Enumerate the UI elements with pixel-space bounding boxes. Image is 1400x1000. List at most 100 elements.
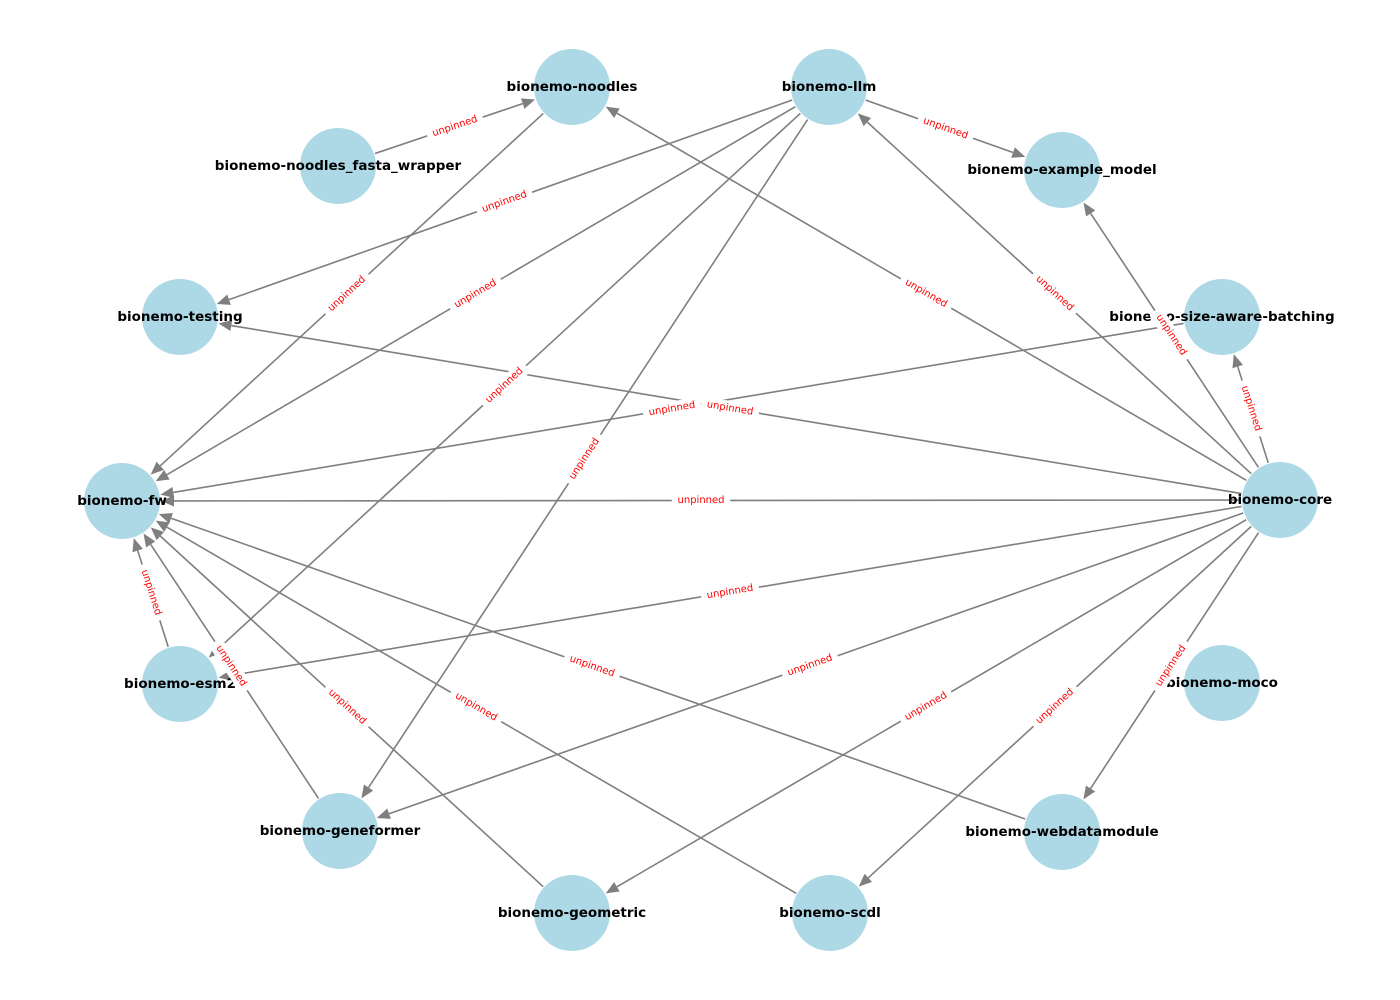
- edge-label-background: [642, 397, 702, 421]
- edge-label-bionemo-core->bionemo-llm: unpinned: [1029, 269, 1080, 318]
- graph-node-bionemo-example_model: [1024, 132, 1100, 208]
- edge-label-bionemo-webdatamodule->bionemo-fw: unpinned: [562, 650, 622, 683]
- arrowhead-icon: [132, 538, 143, 553]
- edge-label-bionemo-core->bionemo-geneformer: unpinned: [780, 649, 840, 682]
- edge-label: unpinned: [678, 495, 725, 506]
- arrowhead-icon: [1011, 147, 1026, 158]
- node-label-bionemo-webdatamodule: bionemo-webdatamodule: [965, 824, 1158, 840]
- edge-label-background: [425, 110, 485, 143]
- edge-label: unpinned: [326, 274, 368, 314]
- edge-label-background: [1029, 269, 1080, 318]
- edge-label-background: [447, 273, 504, 315]
- edge-label-background: [700, 396, 760, 421]
- edge-label-bionemo-core->bionemo-noodles: unpinned: [898, 273, 954, 314]
- graph-node-bionemo-scdl: [792, 875, 868, 951]
- graph-node-bionemo-geneformer: [302, 793, 378, 869]
- edge-label: unpinned: [1033, 274, 1075, 314]
- edge-label-background: [475, 186, 534, 218]
- edge-label: unpinned: [1034, 687, 1076, 727]
- edge-label-bionemo-llm->bionemo-testing: unpinned: [475, 186, 534, 218]
- graph-node-bionemo-webdatamodule: [1024, 794, 1100, 870]
- node-label-bionemo-core: bionemo-core: [1228, 492, 1332, 508]
- graph-node-bionemo-noodles: [534, 49, 610, 125]
- graph-node-bionemo-fw: [84, 463, 160, 539]
- edge-label-bionemo-noodles_fasta_wrapper->bionemo-noodles: unpinned: [425, 110, 485, 143]
- node-label-bionemo-noodles: bionemo-noodles: [507, 79, 638, 95]
- edge-label-bionemo-core->bionemo-scdl: unpinned: [1029, 682, 1081, 731]
- arrowhead-icon: [857, 113, 872, 127]
- graph-node-bionemo-size-aware-batching: [1184, 279, 1260, 355]
- node-label-bionemo-fw: bionemo-fw: [77, 493, 167, 509]
- edge-label-bionemo-esm2->bionemo-fw: unpinned: [135, 563, 167, 622]
- edge-label-bionemo-core->bionemo-size-aware-batching: unpinned: [1235, 379, 1267, 438]
- node-label-bionemo-moco: bionemo-moco: [1166, 675, 1278, 691]
- node-label-bionemo-example_model: bionemo-example_model: [967, 162, 1156, 178]
- arrowhead-icon: [1232, 354, 1243, 369]
- edge-label-bionemo-llm->bionemo-fw: unpinned: [447, 273, 504, 315]
- edge-label-bionemo-llm->bionemo-example_model: unpinned: [916, 112, 975, 145]
- node-label-bionemo-size-aware-batching: bionemo-size-aware-batching: [1109, 309, 1334, 325]
- node-label-bionemo-testing: bionemo-testing: [117, 309, 242, 325]
- edge-label-background: [1149, 638, 1193, 694]
- node-label-bionemo-geometric: bionemo-geometric: [498, 905, 646, 921]
- node-label-bionemo-esm2: bionemo-esm2: [124, 676, 236, 692]
- edge-label-background: [1149, 307, 1193, 363]
- edge-label-bionemo-core->bionemo-esm2: unpinned: [700, 580, 760, 604]
- arrowhead-icon: [160, 495, 175, 507]
- edge-label-bionemo-core->bionemo-testing: unpinned: [700, 396, 760, 421]
- arrowhead-icon: [1083, 785, 1096, 800]
- arrowhead-icon: [605, 882, 620, 894]
- edge-label-background: [898, 273, 954, 314]
- graph-node-bionemo-llm: [791, 49, 867, 125]
- edge-label-background: [563, 431, 606, 487]
- arrowhead-icon: [520, 98, 536, 109]
- edge-label-bionemo-size-aware-batching->bionemo-fw: unpinned: [642, 397, 702, 421]
- node-labels-layer: bionemo-noodles bionemo-llm bionemo-noodle…: [77, 79, 1335, 921]
- edge-label: unpinned: [567, 436, 602, 481]
- edge-label-background: [1235, 379, 1267, 438]
- edge-label-background: [1029, 682, 1081, 731]
- edge-label: unpinned: [453, 690, 499, 723]
- arrowhead-icon: [155, 469, 170, 482]
- edge-label-background: [321, 269, 373, 319]
- edge-label-background: [479, 361, 530, 410]
- edge-label-bionemo-noodles->bionemo-fw: unpinned: [321, 269, 373, 319]
- edge-label-background: [916, 112, 975, 145]
- graph-node-bionemo-core: [1242, 462, 1318, 538]
- graph-node-bionemo-esm2: [142, 646, 218, 722]
- edge-label: unpinned: [326, 687, 368, 727]
- nodes-layer: [84, 49, 1318, 951]
- edge-label: unpinned: [903, 277, 949, 310]
- edge-label-bionemo-geometric->bionemo-fw: unpinned: [321, 682, 373, 732]
- arrowhead-icon: [858, 873, 873, 887]
- edge-label: unpinned: [431, 114, 479, 139]
- graph-node-bionemo-testing: [142, 279, 218, 355]
- edge-label-background: [780, 649, 840, 682]
- arrowhead-icon: [376, 808, 391, 819]
- node-label-bionemo-llm: bionemo-llm: [782, 79, 877, 95]
- graph-node-bionemo-noodles_fasta_wrapper: [300, 128, 376, 204]
- edge-label-bionemo-core->bionemo-geometric: unpinned: [898, 686, 954, 727]
- node-label-bionemo-noodles_fasta_wrapper: bionemo-noodles_fasta_wrapper: [215, 158, 462, 174]
- edge-label-bionemo-core->bionemo-fw: unpinned: [671, 492, 731, 509]
- edge-label-bionemo-scdl->bionemo-fw: unpinned: [448, 686, 504, 728]
- node-label-bionemo-geneformer: bionemo-geneformer: [260, 823, 421, 839]
- edge-label-background: [321, 682, 373, 732]
- edge-label-background: [562, 650, 622, 683]
- arrowhead-icon: [143, 533, 156, 548]
- edge-label-background: [700, 580, 760, 604]
- graph-node-bionemo-moco: [1184, 645, 1260, 721]
- edge-label: unpinned: [139, 568, 164, 616]
- arrowhead-icon: [605, 106, 620, 118]
- arrowhead-icon: [1083, 202, 1096, 217]
- arrowhead-icon: [218, 320, 233, 331]
- edge-label-background: [448, 686, 504, 728]
- edge-label-background: [671, 492, 731, 509]
- arrowhead-icon: [155, 520, 170, 532]
- arrowhead-icon: [158, 513, 173, 524]
- graph-node-bionemo-geometric: [534, 875, 610, 951]
- edge-label: unpinned: [1239, 384, 1264, 432]
- arrowhead-icon: [150, 527, 165, 541]
